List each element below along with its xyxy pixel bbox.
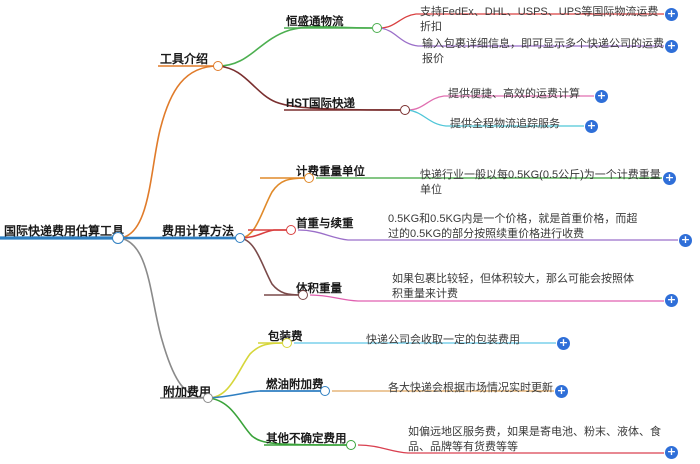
subnode-label-hengshengtong[interactable]: 恒盛通物流 bbox=[286, 16, 344, 28]
subnode-dot-hengshengtong[interactable] bbox=[372, 23, 382, 33]
subnode-dot-weight-unit[interactable] bbox=[304, 173, 314, 183]
expand-button-1[interactable]: + bbox=[665, 7, 678, 21]
leaf-label-weight-unit-detail[interactable]: 快递行业一般以每0.5KG(0.5公斤)为一个计费重量单位 bbox=[420, 169, 661, 196]
leaf-label-tracking[interactable]: 提供全程物流追踪服务 bbox=[450, 118, 560, 130]
leaf-label-first-extra-weight-detail[interactable]: 0.5KG和0.5KG内是一个价格，就是首重价格，而超过的0.5KG的部分按照续… bbox=[388, 213, 638, 240]
subnode-label-first-extra-weight[interactable]: 首重与续重 bbox=[296, 218, 354, 230]
subnode-dot-hst-express[interactable] bbox=[400, 105, 410, 115]
leaf-label-packing-fee-detail[interactable]: 快递公司会收取一定的包装费用 bbox=[366, 334, 520, 346]
subnode-dot-first-extra-weight[interactable] bbox=[286, 225, 296, 235]
branch-node-label-fee-method[interactable]: 费用计算方法 bbox=[162, 224, 235, 238]
branch-node-dot-extra-fees[interactable] bbox=[203, 393, 213, 403]
subnode-dot-other-fees[interactable] bbox=[346, 440, 356, 450]
subnode-label-fuel-surcharge[interactable]: 燃油附加费 bbox=[266, 379, 324, 391]
leaf-label-other-fees-detail[interactable]: 如偏远地区服务费，如果是寄电池、粉末、液体、食品、品牌等有货费等等 bbox=[408, 426, 661, 453]
leaf-label-fuel-surcharge-detail[interactable]: 各大快递会根据市场情况实时更新 bbox=[388, 382, 553, 394]
leaf-label-fast-calc[interactable]: 提供便捷、高效的运费计算 bbox=[448, 88, 580, 100]
subnode-dot-volumetric-weight[interactable] bbox=[298, 290, 308, 300]
expand-button-7[interactable]: + bbox=[665, 293, 678, 307]
expand-button-4[interactable]: + bbox=[585, 119, 598, 133]
branch-node-label-extra-fees[interactable]: 附加费用 bbox=[163, 385, 212, 399]
root-node-dot[interactable] bbox=[112, 232, 124, 244]
leaf-label-hst-discount[interactable]: 支持FedEx、DHL、USPS、UPS等国际物流运费折扣 bbox=[420, 6, 659, 33]
branch-node-dot-fee-method[interactable] bbox=[235, 233, 245, 243]
expand-button-9[interactable]: + bbox=[555, 384, 568, 398]
branch-node-label-tool-intro[interactable]: 工具介绍 bbox=[160, 52, 209, 66]
subnode-dot-packing-fee[interactable] bbox=[282, 338, 292, 348]
expand-button-10[interactable]: + bbox=[665, 445, 678, 459]
subnode-dot-fuel-surcharge[interactable] bbox=[320, 386, 330, 396]
expand-button-3[interactable]: + bbox=[595, 89, 608, 103]
leaf-label-parcel-quote[interactable]: 输入包裹详细信息，即可显示多个快递公司的运费报价 bbox=[422, 38, 664, 65]
expand-button-8[interactable]: + bbox=[557, 336, 570, 350]
subnode-label-hst-express[interactable]: HST国际快递 bbox=[286, 98, 355, 110]
leaf-label-volumetric-weight-detail[interactable]: 如果包裹比较轻，但体积较大，那么可能会按照体积重量来计费 bbox=[392, 273, 634, 300]
expand-button-6[interactable]: + bbox=[679, 233, 692, 247]
subnode-label-packing-fee[interactable]: 包装费 bbox=[268, 331, 303, 343]
branch-node-dot-tool-intro[interactable] bbox=[213, 61, 223, 71]
expand-button-5[interactable]: + bbox=[663, 171, 676, 185]
expand-button-2[interactable]: + bbox=[665, 39, 678, 53]
root-node-label[interactable]: 国际快递费用估算工具 bbox=[4, 224, 125, 238]
subnode-label-other-fees[interactable]: 其他不确定费用 bbox=[266, 433, 347, 445]
